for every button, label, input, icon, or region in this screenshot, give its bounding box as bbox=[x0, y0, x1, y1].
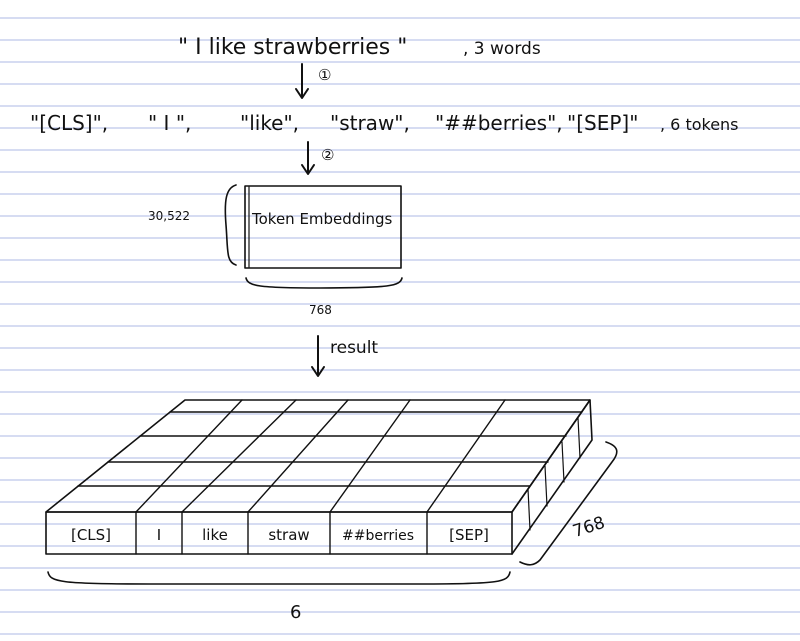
token-embeddings-label: Token Embeddings bbox=[251, 210, 393, 228]
tensor-cell-straw: straw bbox=[268, 526, 309, 544]
count-brace bbox=[47, 571, 511, 585]
tensor-front-face bbox=[45, 511, 513, 555]
tensor-side-face bbox=[511, 399, 593, 555]
tensor-grid-col bbox=[329, 399, 411, 513]
tensor-grid-col bbox=[247, 399, 349, 513]
tensor-cell-berries: ##berries bbox=[342, 528, 414, 544]
step1-arrow-head bbox=[295, 88, 309, 99]
result-label: result bbox=[330, 338, 378, 358]
tensor-side-divider bbox=[577, 417, 581, 459]
token-berries: "##berries", bbox=[435, 111, 563, 135]
result-arrow-head bbox=[311, 366, 325, 377]
word-count-text: , 3 words bbox=[463, 39, 541, 59]
tensor-top-face bbox=[45, 399, 591, 513]
tensor-side-divider bbox=[561, 441, 565, 483]
tensor-side-divider bbox=[544, 465, 548, 507]
token-i: " I ", bbox=[148, 111, 191, 135]
token-count-text: , 6 tokens bbox=[660, 115, 739, 134]
embedding-dim-label: 768 bbox=[309, 303, 332, 317]
tensor-cell-cls: [CLS] bbox=[71, 526, 111, 544]
tensor-side-divider bbox=[527, 488, 531, 531]
count-label: 6 bbox=[290, 602, 301, 623]
step2-arrow-head bbox=[301, 164, 315, 175]
depth-label: 768 bbox=[570, 513, 607, 542]
sentence-text: " I like strawberries " bbox=[178, 35, 407, 60]
embedding-bottom-brace bbox=[245, 277, 403, 289]
tensor-cell-sep: [SEP] bbox=[449, 526, 489, 544]
vocab-size-label: 30,522 bbox=[148, 209, 190, 223]
token-straw: "straw", bbox=[330, 111, 410, 135]
step2-marker: ② bbox=[321, 146, 334, 164]
token-like: "like", bbox=[240, 111, 299, 135]
tensor-grid-col bbox=[426, 399, 506, 513]
output-tensor: [CLS] I like straw ##berries [SEP] bbox=[45, 399, 593, 555]
tensor-grid-col bbox=[135, 399, 243, 513]
token-cls: "[CLS]", bbox=[30, 111, 108, 135]
depth-brace bbox=[519, 441, 618, 566]
tensor-grid-col bbox=[181, 399, 297, 513]
embedding-left-brace bbox=[224, 184, 237, 266]
token-sep: "[SEP]" bbox=[567, 111, 638, 135]
tensor-cell-like: like bbox=[202, 526, 228, 544]
tensor-cell-i: I bbox=[157, 526, 161, 544]
token-embeddings-box bbox=[244, 185, 402, 269]
step1-marker: ① bbox=[318, 66, 331, 84]
